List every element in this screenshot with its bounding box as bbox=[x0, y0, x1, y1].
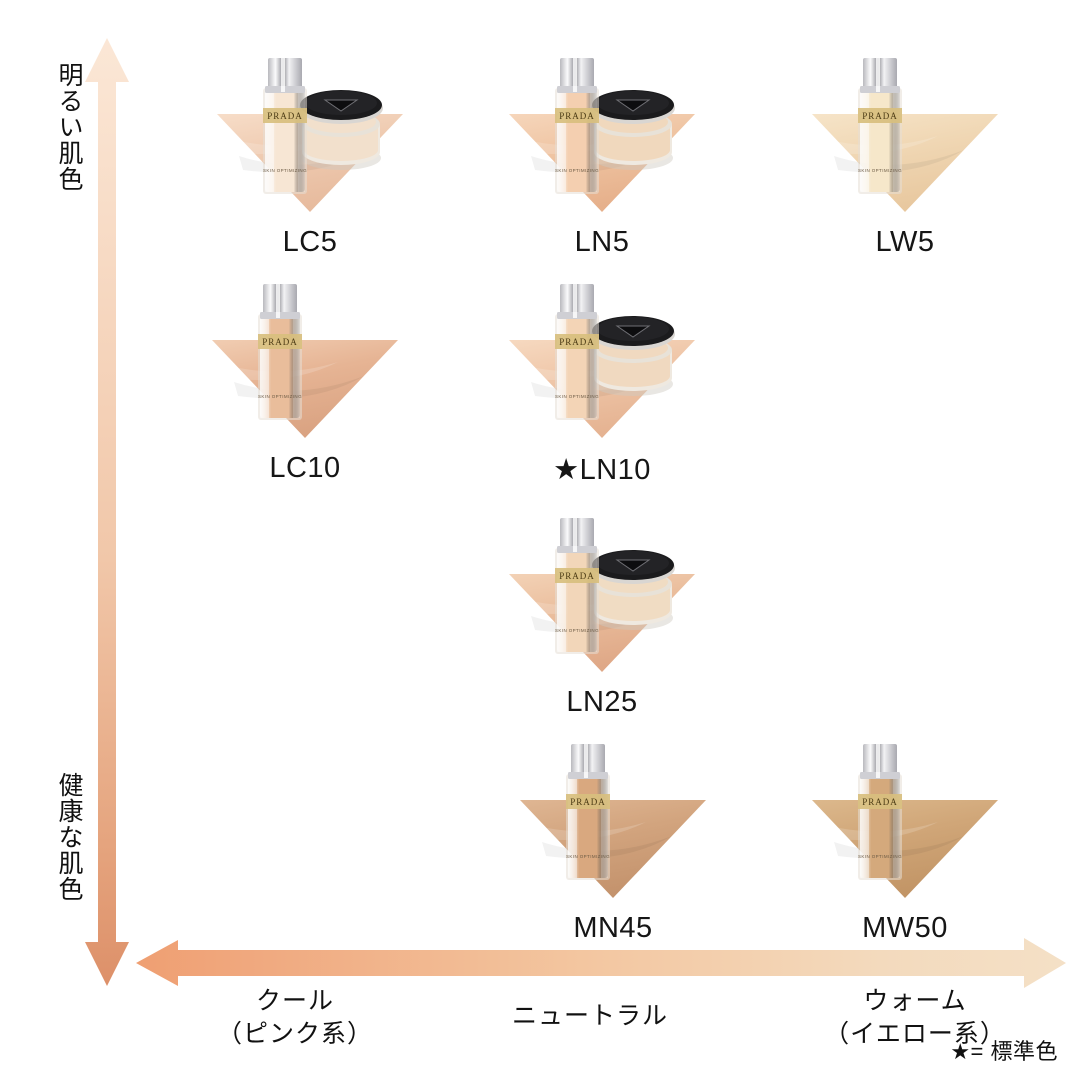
shade-cell[interactable]: PRADA SKIN OPTIMIZING LN5 bbox=[497, 52, 707, 272]
svg-text:PRADA: PRADA bbox=[267, 111, 303, 121]
svg-text:PRADA: PRADA bbox=[862, 797, 898, 807]
shade-cell[interactable]: PRADA SKIN OPTIMIZING LN25 bbox=[497, 512, 707, 732]
svg-text:PRADA: PRADA bbox=[559, 571, 595, 581]
swatch-triangle bbox=[812, 800, 998, 898]
shade-name-label: LN25 bbox=[566, 686, 638, 718]
shade-name-label: LW5 bbox=[875, 226, 935, 258]
svg-text:SKIN OPTIMIZING: SKIN OPTIMIZING bbox=[566, 854, 610, 859]
axis-label-healthy-skin: 健康な肌色 bbox=[55, 772, 83, 902]
shade-cell[interactable]: PRADA SKIN OPTIMIZING LC10 bbox=[200, 278, 410, 498]
svg-text:PRADA: PRADA bbox=[559, 111, 595, 121]
powder-compact bbox=[299, 90, 383, 170]
shade-name-label: LC5 bbox=[282, 226, 338, 258]
powder-compact bbox=[591, 316, 675, 396]
foundation-bottle: PRADA SKIN OPTIMIZING bbox=[555, 284, 599, 420]
shade-cell[interactable]: PRADA SKIN OPTIMIZING MN45 bbox=[508, 738, 718, 958]
shade-name-label: LC10 bbox=[269, 452, 341, 484]
swatch-triangle bbox=[520, 800, 706, 898]
foundation-bottle: PRADA SKIN OPTIMIZING bbox=[555, 518, 599, 654]
svg-text:SKIN OPTIMIZING: SKIN OPTIMIZING bbox=[555, 168, 599, 173]
shade-cell[interactable]: PRADA SKIN OPTIMIZING LC5 bbox=[205, 52, 415, 272]
shade-swatch-art: PRADA SKIN OPTIMIZING bbox=[497, 278, 707, 448]
shade-swatch-art: PRADA SKIN OPTIMIZING bbox=[497, 512, 707, 682]
vertical-axis-arrow bbox=[85, 38, 129, 986]
foundation-bottle: PRADA SKIN OPTIMIZING bbox=[858, 744, 902, 880]
powder-compact bbox=[591, 90, 675, 170]
shade-name-label: ★LN10 bbox=[553, 454, 651, 486]
svg-text:SKIN OPTIMIZING: SKIN OPTIMIZING bbox=[858, 168, 902, 173]
svg-text:SKIN OPTIMIZING: SKIN OPTIMIZING bbox=[263, 168, 307, 173]
shade-name-label: MN45 bbox=[573, 912, 653, 944]
foundation-bottle: PRADA SKIN OPTIMIZING bbox=[555, 58, 599, 194]
shade-swatch-art: PRADA SKIN OPTIMIZING bbox=[205, 52, 415, 222]
foundation-bottle: PRADA SKIN OPTIMIZING bbox=[566, 744, 610, 880]
legend-standard-shade: ★= 標準色 bbox=[950, 1039, 1058, 1064]
svg-text:PRADA: PRADA bbox=[262, 337, 298, 347]
shade-swatch-art: PRADA SKIN OPTIMIZING bbox=[800, 52, 1010, 222]
shade-name-label: LN5 bbox=[574, 226, 630, 258]
svg-text:SKIN OPTIMIZING: SKIN OPTIMIZING bbox=[258, 394, 302, 399]
axis-label-neutral: ニュートラル bbox=[511, 1002, 668, 1030]
svg-text:SKIN OPTIMIZING: SKIN OPTIMIZING bbox=[555, 628, 599, 633]
shade-swatch-art: PRADA SKIN OPTIMIZING bbox=[200, 278, 410, 448]
shade-name-label: MW50 bbox=[862, 912, 948, 944]
shade-swatch-art: PRADA SKIN OPTIMIZING bbox=[497, 52, 707, 222]
axis-label-bright-skin: 明るい肌色 bbox=[55, 62, 83, 192]
foundation-bottle: PRADA SKIN OPTIMIZING bbox=[263, 58, 307, 194]
powder-compact bbox=[591, 550, 675, 630]
axis-label-cool: クール （ピンク系） bbox=[216, 987, 373, 1048]
horizontal-axis-arrow bbox=[136, 934, 1066, 992]
swatch-triangle bbox=[212, 340, 398, 438]
shade-cell[interactable]: PRADA SKIN OPTIMIZING MW50 bbox=[800, 738, 1010, 958]
shade-cell[interactable]: PRADA SKIN OPTIMIZING LW5 bbox=[800, 52, 1010, 272]
svg-text:SKIN OPTIMIZING: SKIN OPTIMIZING bbox=[555, 394, 599, 399]
shade-cell[interactable]: PRADA SKIN OPTIMIZING ★LN10 bbox=[497, 278, 707, 498]
svg-text:SKIN OPTIMIZING: SKIN OPTIMIZING bbox=[858, 854, 902, 859]
shade-swatch-art: PRADA SKIN OPTIMIZING bbox=[800, 738, 1010, 908]
shade-swatch-art: PRADA SKIN OPTIMIZING bbox=[508, 738, 718, 908]
svg-text:PRADA: PRADA bbox=[570, 797, 606, 807]
svg-text:PRADA: PRADA bbox=[862, 111, 898, 121]
svg-text:PRADA: PRADA bbox=[559, 337, 595, 347]
axis-label-warm: ウォーム （イエロー系） bbox=[824, 987, 1006, 1048]
foundation-bottle: PRADA SKIN OPTIMIZING bbox=[858, 58, 902, 194]
swatch-triangle bbox=[812, 114, 998, 212]
foundation-bottle: PRADA SKIN OPTIMIZING bbox=[258, 284, 302, 420]
